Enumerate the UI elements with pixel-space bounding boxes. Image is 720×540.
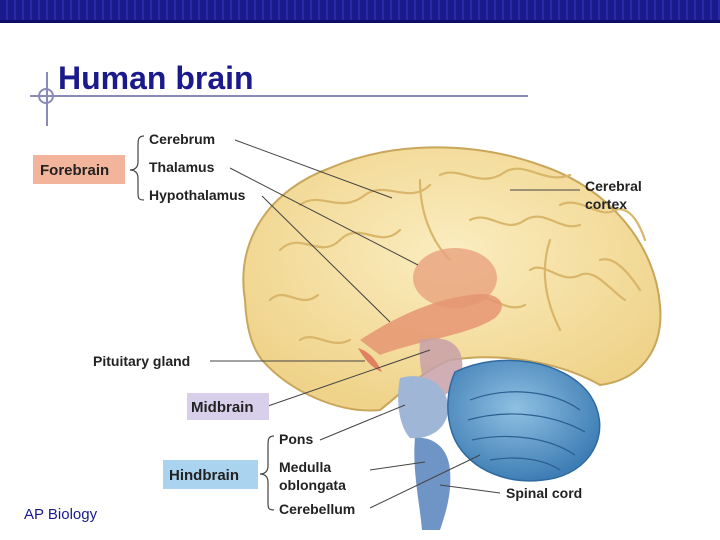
top-banner (0, 0, 720, 22)
pons-shape (398, 376, 449, 439)
forebrain-label: Forebrain (40, 162, 109, 179)
pituitary-gland-label: Pituitary gland (93, 353, 190, 369)
cerebral-cortex-label-line1: Cerebral (585, 178, 642, 194)
cerebellum-folia (467, 391, 586, 471)
cerebrum-label: Cerebrum (149, 131, 215, 147)
pons-label: Pons (279, 431, 313, 447)
thalamus-label: Thalamus (149, 159, 215, 175)
leader-lines (210, 139, 580, 509)
gyri-lines (268, 167, 647, 344)
midbrain-label: Midbrain (191, 399, 254, 416)
midbrain-box (187, 393, 269, 420)
hypothalamus-label: Hypothalamus (149, 187, 246, 203)
thalamus-shape (413, 248, 497, 308)
footer-text: AP Biology (24, 506, 98, 523)
forebrain-box (33, 155, 125, 184)
medulla-label-line1: Medulla (279, 459, 331, 475)
hypothalamus-shape (360, 294, 502, 355)
slide-title: Human brain (58, 60, 254, 96)
cerebellum-label: Cerebellum (279, 501, 355, 517)
hindbrain-box (163, 460, 258, 489)
medulla-label-line2: oblongata (279, 477, 346, 493)
spinal-cord-label: Spinal cord (506, 485, 582, 501)
title-underline (30, 95, 528, 97)
hindbrain-bracket (259, 435, 275, 511)
cerebellum-shape (447, 359, 601, 482)
forebrain-bracket (129, 135, 145, 201)
top-banner-edge (0, 20, 720, 23)
medulla-shape (414, 437, 451, 530)
crosshair-ornament (38, 88, 54, 104)
pituitary-shape (358, 348, 382, 372)
cerebral-cortex-label-line2: cortex (585, 196, 627, 212)
hindbrain-label: Hindbrain (169, 467, 239, 484)
